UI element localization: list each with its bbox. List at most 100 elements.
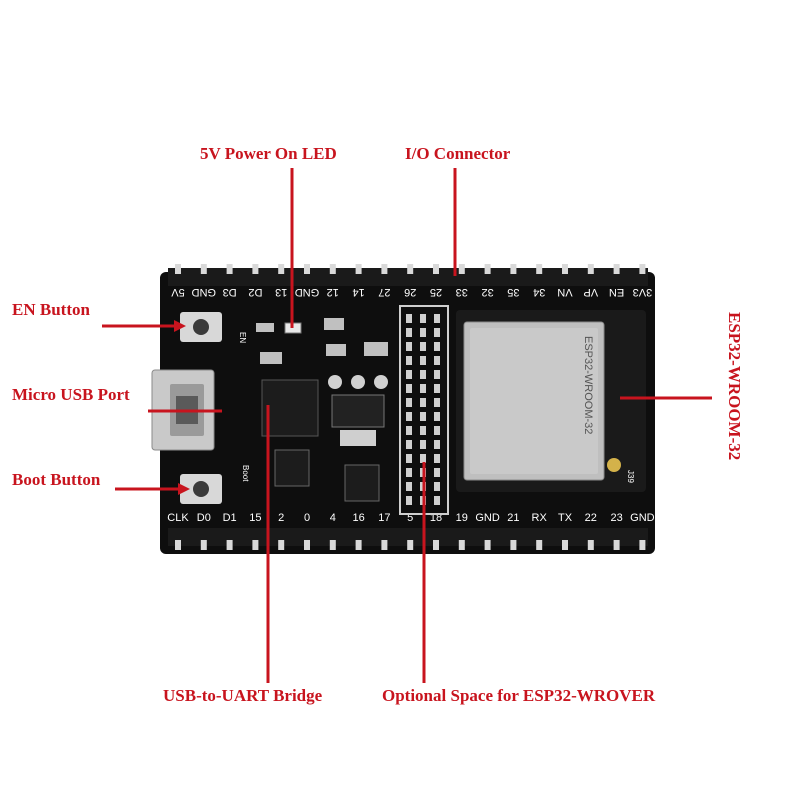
led-c [374,375,388,389]
bottom-pin [639,540,646,550]
top-pin-label: 26 [404,286,416,298]
pad [420,370,426,379]
pad [406,412,412,421]
bottom-pin [510,540,517,550]
smd-cap-3 [364,342,388,356]
pad [406,384,412,393]
pad [434,384,440,393]
top-pin-label: 34 [533,286,545,298]
bottom-pin-label: 16 [352,512,364,524]
label-optional-space: Optional Space for ESP32-WROVER [382,686,656,705]
label-en-button: EN Button [12,300,90,319]
top-pin [355,264,362,274]
bottom-pin [252,540,259,550]
top-pin [175,264,181,274]
top-pin-label: EN [609,286,624,298]
top-pin [639,264,646,274]
top-pin [252,264,259,274]
bottom-pin [433,540,439,550]
pad [434,468,440,477]
top-pin [381,264,388,274]
label-boot-button: Boot Button [12,470,101,489]
voltage-regulator [331,394,385,428]
pad [420,328,426,337]
top-pin [407,264,414,274]
top-pin-label: 12 [327,286,339,298]
boot-button-cap [193,481,209,497]
bottom-pin-label: GND [475,512,500,524]
bottom-pin-label: 21 [507,512,519,524]
pad [406,496,412,505]
pad [434,496,440,505]
label-power-led: 5V Power On LED [200,144,337,163]
pad [406,454,412,463]
pad [406,370,412,379]
bottom-pin [226,540,233,550]
usb-uart-chip [261,379,319,437]
bottom-pin-label: 22 [585,512,597,524]
callout-lines [102,168,712,683]
bottom-pin-label: 5 [407,512,413,524]
bottom-pin [278,540,285,550]
arrow-en [174,320,186,332]
pad [406,398,412,407]
pad [406,342,412,351]
bottom-pin [562,540,568,550]
bottom-pin [304,540,310,550]
top-pin [226,264,233,274]
silk-boot: Boot [241,465,250,482]
bottom-pin [484,540,491,550]
pad [434,356,440,365]
bottom-pin-label: D0 [197,512,211,524]
label-micro-usb: Micro USB Port [12,385,130,404]
pad [420,342,426,351]
bottom-pin [613,540,620,550]
pad [420,454,426,463]
transistor-1 [274,449,310,487]
ufl-connector [607,458,621,472]
bottom-pin [329,540,336,550]
bottom-pin [458,540,465,550]
top-pin-label: GND [192,286,217,298]
top-pin-label: 3V3 [633,286,653,298]
pad [420,356,426,365]
label-io-connector: I/O Connector [405,144,511,163]
top-pin-label: D3 [223,286,237,298]
top-pin-label: 25 [430,286,442,298]
module-marking: ESP32-WROOM-32 [582,336,594,434]
pad [434,440,440,449]
pad [420,412,426,421]
pad [420,384,426,393]
label-usb-uart: USB-to-UART Bridge [163,686,323,705]
callout-arrowheads [174,320,190,495]
smd-cap-4 [260,352,282,364]
bottom-pin [587,540,594,550]
bottom-pin-label: 2 [278,512,284,524]
led-a [328,375,342,389]
pad [406,356,412,365]
top-pin [484,264,491,274]
top-header-pins [175,264,646,274]
top-pin-label: 5V [171,286,185,298]
bottom-pin [355,540,362,550]
pad [406,468,412,477]
top-pin [304,264,310,274]
silk-en: EN [238,332,247,343]
top-pin-label: 13 [275,286,287,298]
led-b [351,375,365,389]
smd-cap-1 [324,318,344,330]
bottom-pin [381,540,388,550]
pad [420,426,426,435]
top-pin-label: 33 [456,286,468,298]
top-pin [200,264,207,274]
pad [406,482,412,491]
top-pin-label: 32 [481,286,493,298]
smd-cap-2 [326,344,346,356]
top-pin [329,264,336,274]
top-pin [278,264,285,274]
bottom-pin-label: RX [532,512,548,524]
bottom-pin-label: 23 [610,512,622,524]
bottom-pin [407,540,414,550]
bottom-pin [175,540,181,550]
pad [420,398,426,407]
